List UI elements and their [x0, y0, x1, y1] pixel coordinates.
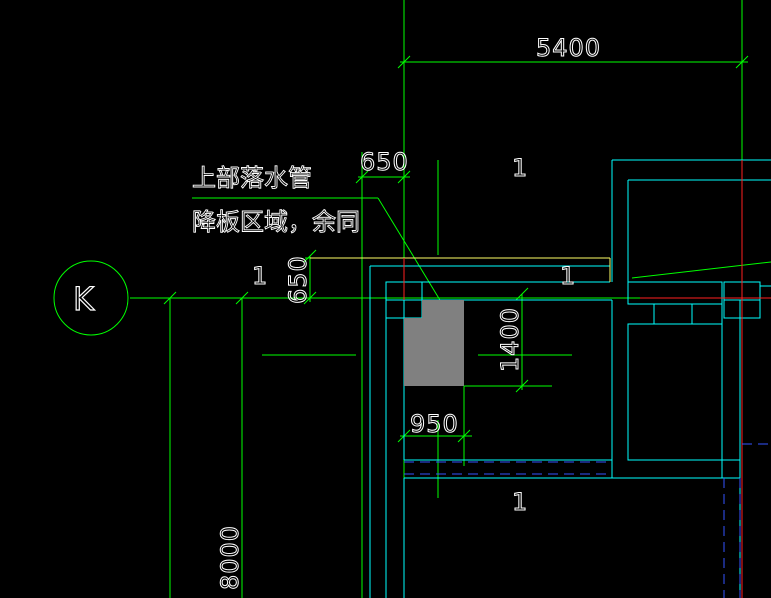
annotation-line-1: 上部落水管: [192, 164, 312, 192]
axis-bubble-k: [53, 260, 129, 336]
axis-label-k: K: [73, 280, 95, 318]
dim-top-span: 5400: [536, 34, 601, 62]
dim-pipe-width: 950: [410, 410, 459, 438]
dimension-lines: [53, 0, 771, 598]
dim-left-vertical: 650: [284, 255, 312, 304]
dim-note-offset: 650: [360, 148, 409, 176]
highlight-lines: [310, 257, 611, 282]
drop-slab-pipe-zone[interactable]: [404, 300, 464, 386]
dim-pipe-height: 1400: [496, 307, 524, 372]
slab-mark-d: 1: [512, 488, 528, 516]
slab-mark-b: 1: [252, 262, 268, 290]
dim-axis-spacing: 8000: [216, 525, 244, 590]
slab-mark-c: 1: [560, 262, 576, 290]
annotation-line-2: 降板区域，余同: [192, 208, 360, 236]
hidden-lines: [404, 443, 771, 598]
center-lines: [403, 160, 771, 598]
slab-mark-a: 1: [512, 154, 528, 182]
